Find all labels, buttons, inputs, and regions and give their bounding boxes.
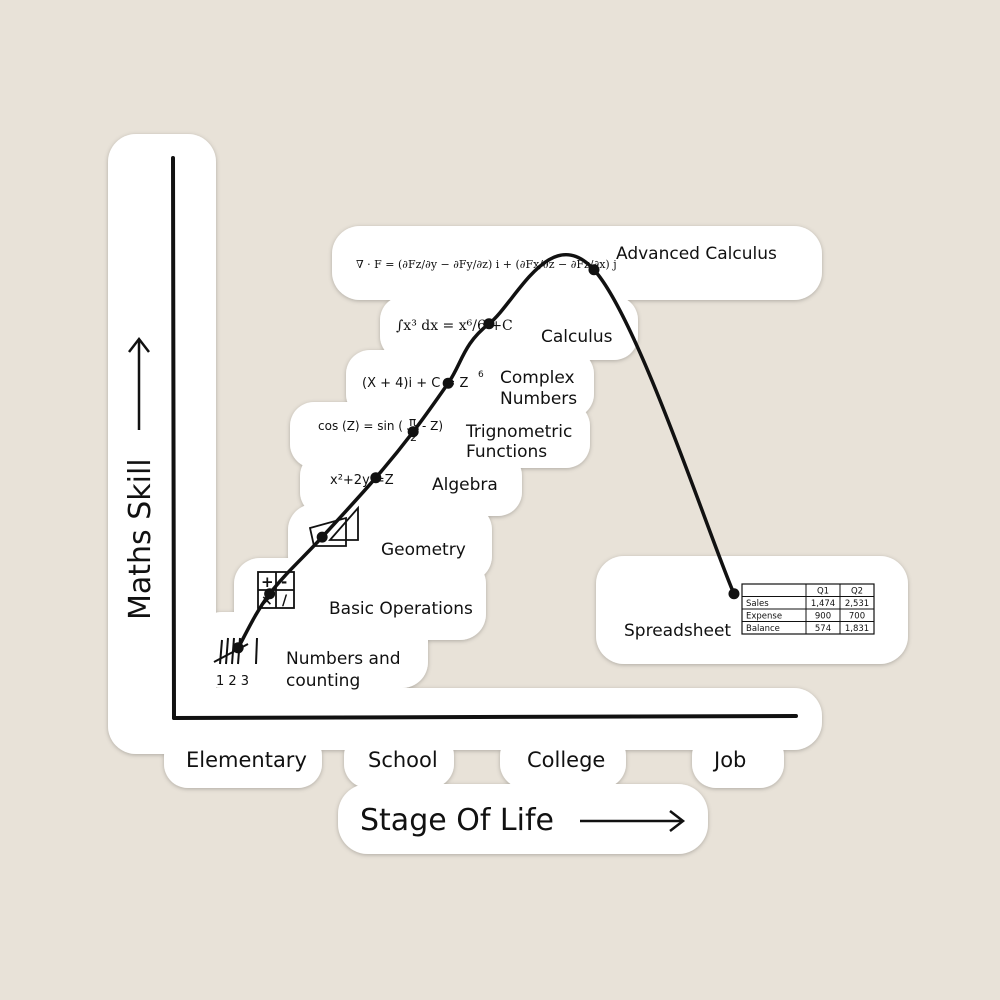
x-arrow-icon [580, 810, 686, 832]
calculus-formula: ∫x³ dx = x⁶/6 +C [396, 318, 513, 334]
tally-numbers: 1 2 3 [216, 674, 249, 689]
table-cell: 700 [849, 612, 865, 622]
geometry-shapes-icon [308, 505, 359, 547]
x-axis [172, 714, 798, 720]
curve-point-6 [483, 318, 495, 330]
table-cell: 574 [815, 624, 831, 634]
op-plus: + [261, 573, 274, 591]
label-complex-line2: Numbers [500, 389, 577, 409]
label-trig-line2: Functions [466, 442, 547, 462]
y-axis-title: Maths Skill [123, 458, 158, 620]
trig-formula-two: 2 [410, 431, 417, 444]
label-advanced-calculus: Advanced Calculus [616, 244, 777, 264]
curve-point-8 [728, 588, 740, 600]
trig-formula-right: - Z) [422, 419, 443, 433]
op-divide: / [282, 593, 288, 609]
adv-calculus-formula: ∇ · F = (∂Fz/∂y − ∂Fy/∂z) i + (∂Fx/∂z − … [356, 258, 617, 271]
complex-formula-sup: 6 [478, 370, 484, 380]
label-spreadsheet: Spreadsheet [624, 621, 731, 641]
tally-marks-icon [213, 637, 258, 665]
curve-point-7 [588, 264, 600, 276]
trig-formula-pi: π [409, 415, 416, 429]
category-elementary: Elementary [186, 748, 307, 772]
table-cell: Q2 [851, 587, 863, 597]
sticker-background [108, 134, 908, 854]
curve-point-3 [370, 472, 382, 484]
label-trig-line1: Trignometric [465, 422, 572, 442]
label-geometry: Geometry [381, 540, 466, 560]
table-cell: Sales [746, 599, 769, 609]
label-basic-operations: Basic Operations [329, 599, 473, 619]
algebra-formula: x²+2y =Z [330, 473, 394, 488]
category-job: Job [712, 748, 746, 772]
skill-curve-line [236, 252, 736, 649]
y-axis [171, 156, 176, 720]
table-cell: 900 [815, 612, 831, 622]
axes [171, 156, 798, 720]
label-calculus: Calculus [541, 327, 613, 347]
table-cell: Expense [746, 612, 782, 622]
y-axis-title-group: Maths Skill [123, 336, 158, 620]
trig-formula-left: cos (Z) = sin ( [318, 419, 403, 433]
table-cell: 1,831 [845, 624, 869, 634]
table-cell: 2,531 [845, 599, 869, 609]
skill-curve-group [232, 252, 740, 654]
x-axis-title: Stage Of Life [360, 803, 554, 838]
op-minus: - [281, 573, 287, 591]
label-numbers-line2: counting [286, 671, 360, 691]
curve-point-5 [442, 377, 454, 389]
table-cell: Q1 [817, 587, 829, 597]
category-school: School [368, 748, 438, 772]
label-algebra: Algebra [432, 475, 498, 495]
op-times: × [261, 593, 273, 609]
curve-point-2 [316, 531, 328, 543]
label-numbers-line1: Numbers and [286, 649, 401, 669]
complex-formula: (X + 4)i + C = Z [362, 376, 468, 391]
operations-icon [257, 571, 295, 609]
label-complex-line1: Complex [500, 368, 575, 388]
table-cell: 1,474 [811, 599, 835, 609]
curve-point-1 [264, 588, 276, 600]
table-cell: Balance [746, 624, 780, 634]
category-college: College [527, 748, 605, 772]
